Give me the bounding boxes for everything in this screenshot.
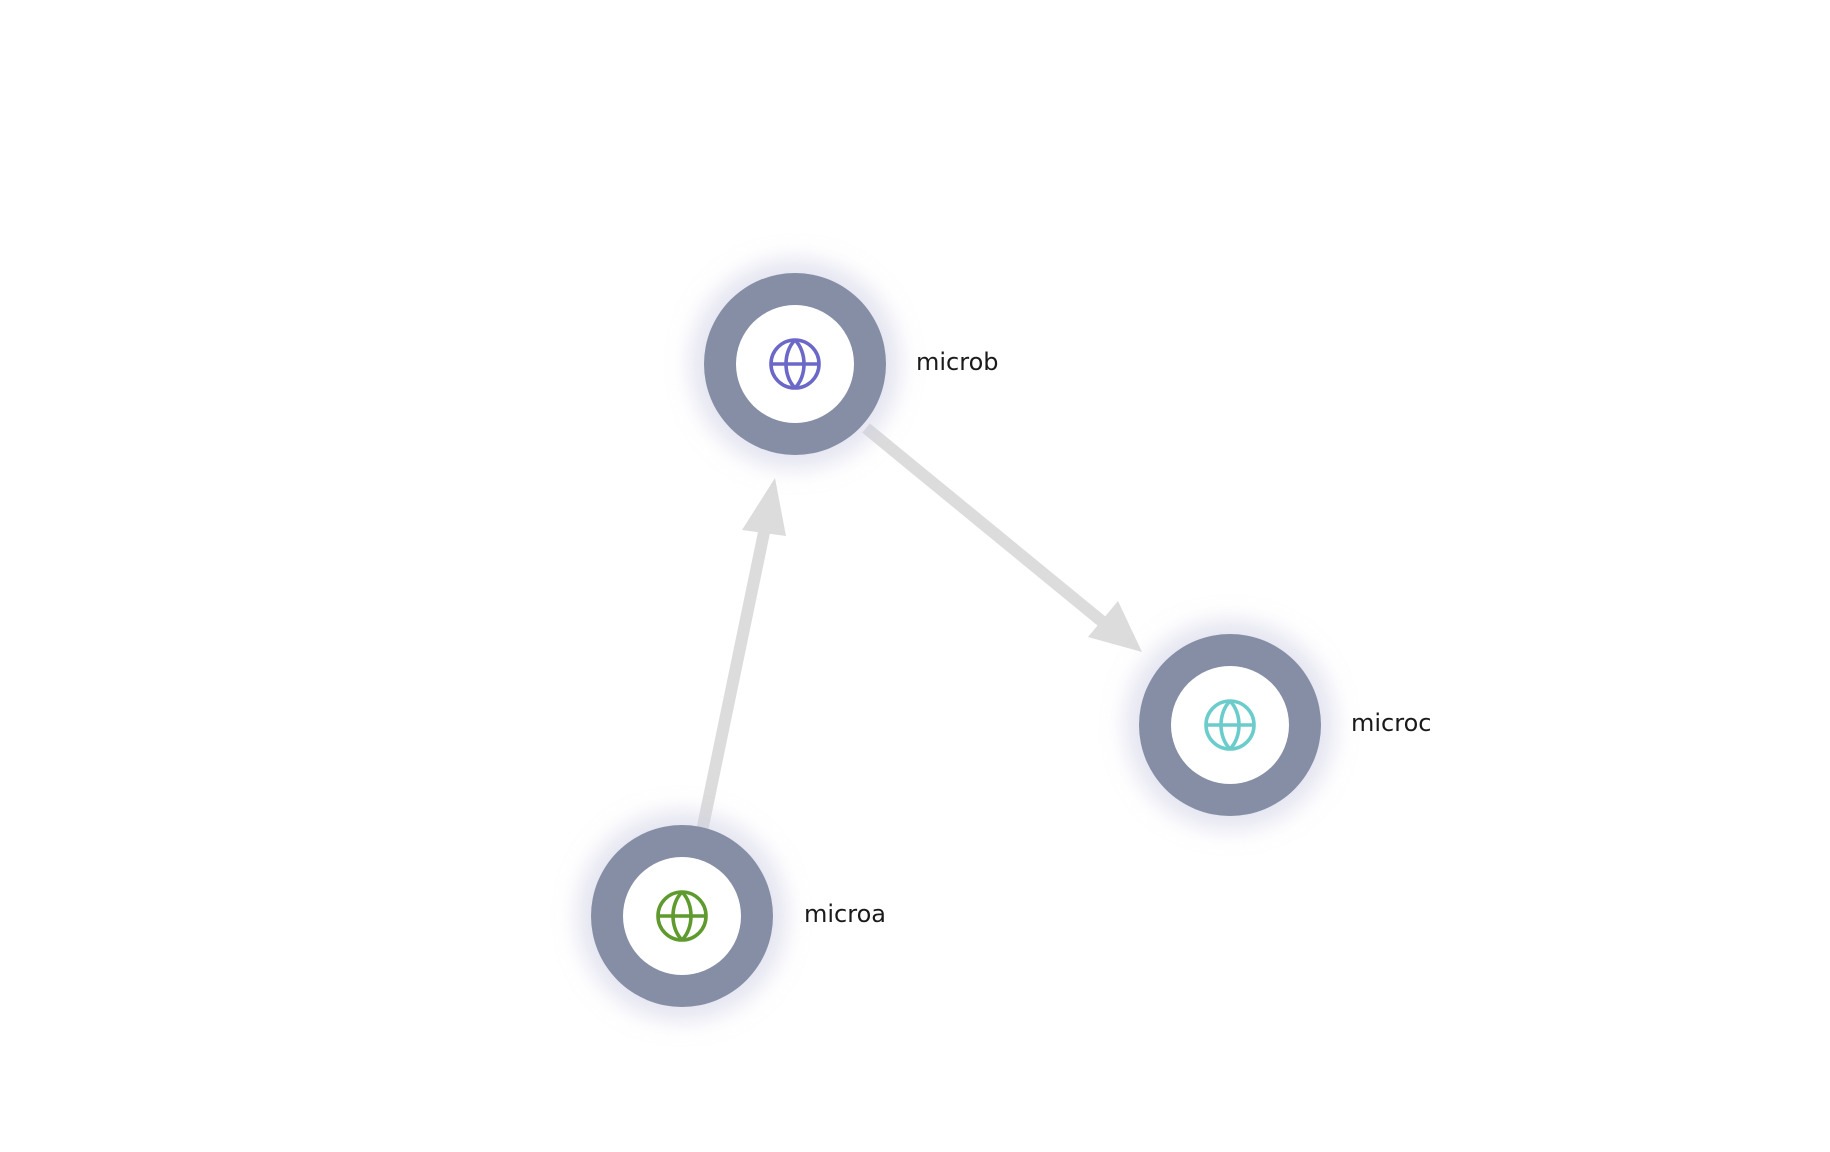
node-label-microa[interactable]: microa — [804, 900, 886, 928]
globe-icon — [1204, 699, 1256, 751]
globe-icon — [769, 338, 821, 390]
arrow-head-icon — [742, 478, 786, 536]
node-center — [736, 305, 854, 423]
node-microa[interactable] — [591, 825, 773, 1007]
arrow-head-icon — [1088, 601, 1142, 652]
node-center — [623, 857, 741, 975]
node-label-microb[interactable]: microb — [916, 348, 999, 376]
globe-icon — [656, 890, 708, 942]
edge-line — [696, 516, 773, 833]
edge-microb-to-microc[interactable] — [862, 423, 1142, 652]
node-center — [1171, 666, 1289, 784]
node-microc[interactable] — [1139, 634, 1321, 816]
node-label-microc[interactable]: microc — [1351, 709, 1432, 737]
edge-line — [862, 423, 1114, 633]
node-microb[interactable] — [704, 273, 886, 455]
edge-microa-to-microb[interactable] — [696, 478, 786, 833]
